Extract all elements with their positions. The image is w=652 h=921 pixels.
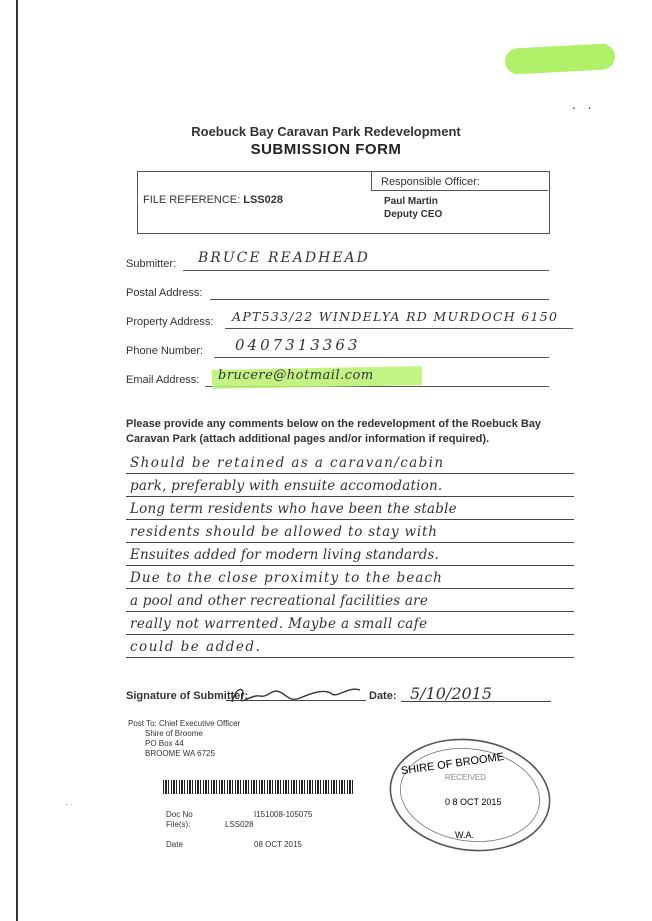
barcode xyxy=(163,780,353,794)
comment-line xyxy=(126,634,574,635)
box-header-line xyxy=(371,190,548,191)
doc-date-label: Date xyxy=(166,840,183,849)
box-divider xyxy=(371,171,372,190)
file-reference: FILE REFERENCE: LSS028 xyxy=(143,194,283,206)
comment-line xyxy=(126,519,574,520)
comment-text-4[interactable]: residents should be allowed to stay with xyxy=(130,524,438,540)
comment-text-1[interactable]: Should be retained as a caravan/cabin xyxy=(130,455,445,471)
doc-date-value: 08 OCT 2015 xyxy=(254,840,302,849)
phone-value[interactable]: 0407313363 xyxy=(235,336,361,354)
highlighter-mark xyxy=(504,43,616,75)
phone-label: Phone Number: xyxy=(126,345,204,357)
post-to-line-3: PO Box 44 xyxy=(145,739,184,748)
comment-text-8[interactable]: really not warrented. Maybe a small cafe xyxy=(130,616,428,632)
comment-line xyxy=(126,473,574,474)
comment-text-7[interactable]: a pool and other recreational facilities… xyxy=(130,593,429,609)
postal-label: Postal Address: xyxy=(126,287,203,299)
comment-line xyxy=(126,542,574,543)
files-label: File(s): xyxy=(166,820,191,829)
post-to-line-1: Post To: Chief Executive Officer xyxy=(128,719,241,728)
file-reference-label: FILE REFERENCE: xyxy=(143,194,241,206)
submitter-label: Submitter: xyxy=(126,258,177,270)
date-line xyxy=(401,701,551,702)
comment-line xyxy=(126,588,574,589)
form-title: Roebuck Bay Caravan Park Redevelopment xyxy=(191,124,461,139)
responsible-officer-label: Responsible Officer: xyxy=(381,176,480,188)
phone-line xyxy=(214,357,549,358)
comment-line xyxy=(126,611,574,612)
reference-box xyxy=(137,171,550,234)
property-line xyxy=(225,328,573,329)
form-subtitle: SUBMISSION FORM xyxy=(250,141,402,158)
officer-name: Paul Martin xyxy=(384,196,438,207)
comment-line xyxy=(126,565,574,566)
comment-line xyxy=(126,657,574,658)
doc-no-label: Doc No xyxy=(166,810,193,819)
post-to-line-4: BROOME WA 6725 xyxy=(145,749,215,758)
stamp-date-text: 0 8 OCT 2015 xyxy=(445,797,501,807)
comment-text-3[interactable]: Long term residents who have been the st… xyxy=(130,501,457,517)
file-reference-value: LSS028 xyxy=(243,194,283,206)
doc-no-value: I151008-105075 xyxy=(254,810,313,819)
email-value[interactable]: brucere@hotmail.com xyxy=(218,368,374,383)
instructions: Please provide any comments below on the… xyxy=(126,418,542,445)
email-label: Email Address: xyxy=(126,374,200,386)
files-value: LSS028 xyxy=(225,820,254,829)
stamp-bottom-text: W.A. xyxy=(455,830,474,840)
date-label: Date: xyxy=(369,690,397,702)
date-value[interactable]: 5/10/2015 xyxy=(410,684,493,703)
property-label: Property Address: xyxy=(126,316,214,328)
speck-marks: . . xyxy=(572,96,596,112)
officer-title: Deputy CEO xyxy=(384,209,443,220)
received-stamp: SHIRE OF BROOME RECEIVED 0 8 OCT 2015 W.… xyxy=(389,738,551,852)
speck: · · xyxy=(65,800,73,809)
stamp-received-text: RECEIVED xyxy=(445,773,486,782)
submitter-line xyxy=(183,270,549,271)
submitter-value[interactable]: BRUCE READHEAD xyxy=(198,250,370,266)
page-edge xyxy=(16,0,18,921)
signature-label: Signature of Submitter: xyxy=(126,690,249,702)
post-to-line-2: Shire of Broome xyxy=(145,729,203,738)
signature-line xyxy=(226,700,366,701)
comment-text-6[interactable]: Due to the close proximity to the beach xyxy=(130,570,443,586)
comment-text-2[interactable]: park, preferably with ensuite accomodati… xyxy=(130,478,443,494)
comment-line xyxy=(126,496,574,497)
property-value[interactable]: APT533/22 WINDELYA RD MURDOCH 6150 xyxy=(232,309,559,324)
comment-text-5[interactable]: Ensuites added for modern living standar… xyxy=(130,547,439,563)
email-line xyxy=(205,386,549,387)
signature-scribble[interactable] xyxy=(228,680,368,710)
comment-text-9[interactable]: could be added. xyxy=(130,639,262,655)
postal-line xyxy=(210,299,549,300)
